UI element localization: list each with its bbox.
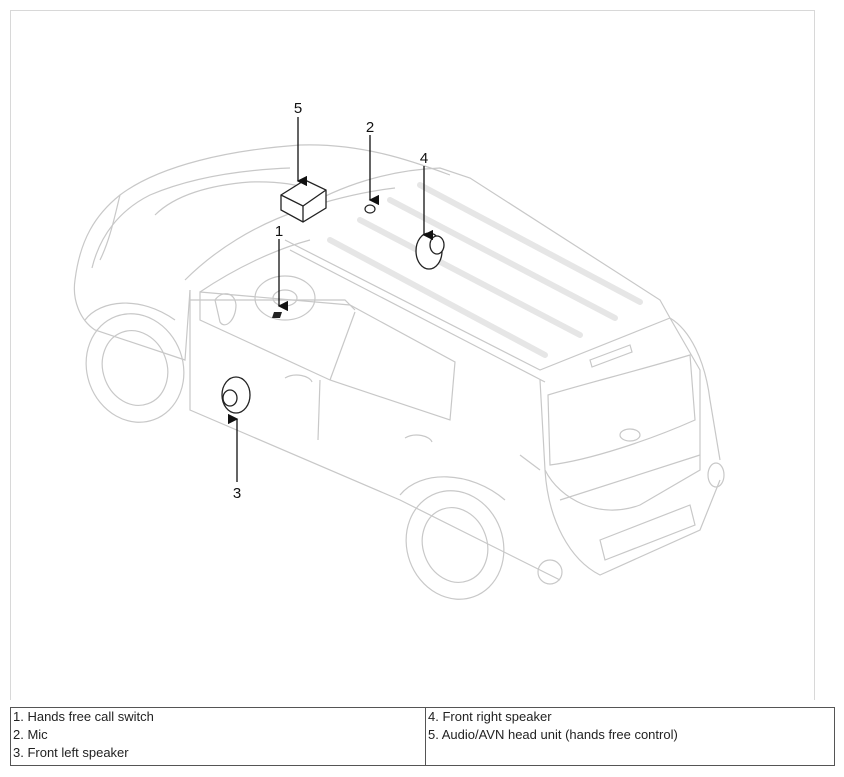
component-hands-free-switch [272,312,282,318]
legend-item-5: 5. Audio/AVN head unit (hands free contr… [428,727,678,742]
callout-4: 4 [420,150,428,167]
leader-lines [227,117,434,482]
legend-item-4: 4. Front right speaker [428,709,552,724]
legend-column-right: 4. Front right speaker 5. Audio/AVN head… [425,707,835,766]
callout-3: 3 [233,485,241,502]
component-head-unit [280,179,327,223]
car-diagram: 1 2 3 4 5 [73,100,725,600]
callout-5: 5 [294,100,302,117]
legend-item-3: 3. Front left speaker [13,745,129,760]
figure-frame [10,10,815,700]
legend-item-1: 1. Hands free call switch [13,709,154,724]
legend-item-2: 2. Mic [13,727,48,742]
legend-table: 1. Hands free call switch 2. Mic 3. Fron… [10,707,835,766]
legend-column-left: 1. Hands free call switch 2. Mic 3. Fron… [10,707,426,766]
callout-2: 2 [366,119,374,136]
component-mic [364,204,376,214]
car-outline [73,144,725,600]
component-front-left-speaker [221,376,251,414]
legend-row: 1. Hands free call switch 2. Mic 3. Fron… [10,707,835,766]
callout-1: 1 [275,223,283,240]
